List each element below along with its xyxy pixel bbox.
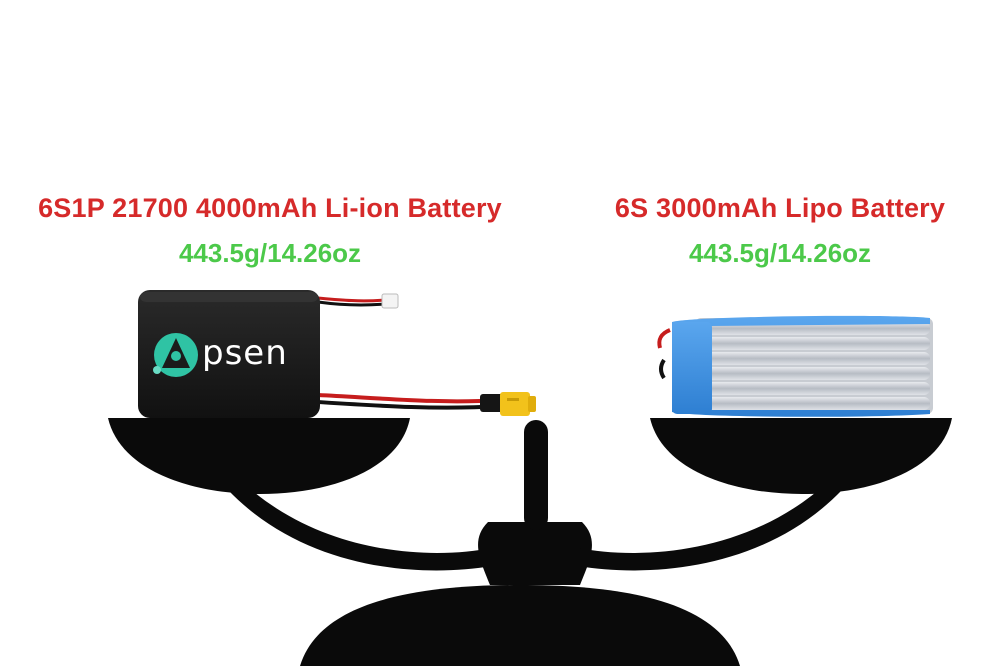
- scale-base: [300, 585, 740, 666]
- scale-post: [524, 420, 548, 530]
- right-battery-title: 6S 3000mAh Lipo Battery: [614, 193, 946, 223]
- left-battery-title: 6S1P 21700 4000mAh Li-ion Battery: [38, 193, 502, 223]
- liion-battery: [138, 290, 536, 418]
- apsen-logo-text: psen: [202, 333, 288, 373]
- power-wire-red: [317, 393, 501, 404]
- power-wire-black: [317, 400, 501, 410]
- scale-right-arm: [578, 480, 842, 571]
- lipo-battery: [657, 315, 933, 417]
- scale-right-pan: [650, 418, 952, 494]
- liion-body: [138, 290, 320, 418]
- balance-scale-icon: [108, 418, 952, 666]
- scale-left-pan: [108, 418, 410, 494]
- scale-left-arm: [228, 480, 492, 571]
- apsen-logo-icon: [153, 333, 198, 377]
- connector-sleeve: [480, 394, 506, 412]
- balance-plug: [381, 293, 399, 309]
- balance-wire: [317, 296, 386, 303]
- right-battery-weight: 443.5g/14.26oz: [688, 238, 872, 268]
- scale-hub: [478, 522, 592, 585]
- xt60-connector: [500, 392, 536, 416]
- left-battery-weight: 443.5g/14.26oz: [178, 238, 362, 268]
